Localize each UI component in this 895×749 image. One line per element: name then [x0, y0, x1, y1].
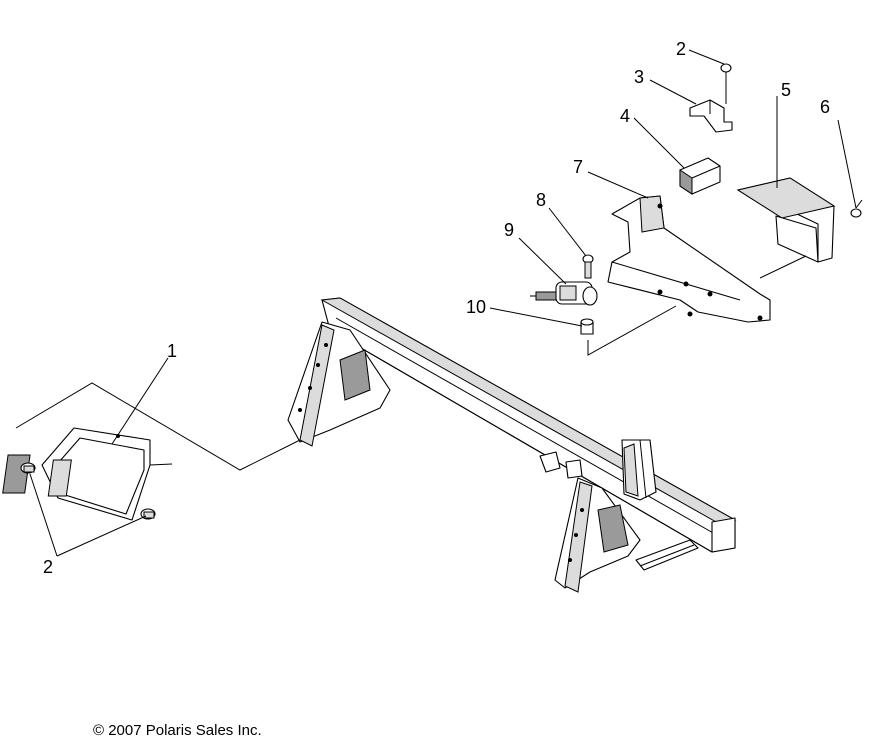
callout-1: 1 [167, 341, 177, 361]
part-5-cover-plate [736, 177, 836, 263]
leader-lines [15, 49, 857, 557]
callout-8: 8 [536, 190, 546, 210]
part-2-screw-top [720, 63, 732, 104]
part-7-mounting-bracket [607, 195, 771, 323]
frame-rail-assembly [287, 297, 737, 593]
part-10-spacer [580, 318, 594, 335]
callout-10: 10 [466, 297, 486, 317]
part-3-bracket [689, 99, 733, 133]
part-1-rear-cover [2, 427, 173, 521]
callout-3: 3 [634, 67, 644, 87]
part-8-bolt [582, 254, 594, 279]
callout-4: 4 [620, 106, 630, 126]
copyright-notice: © 2007 Polaris Sales Inc. [93, 722, 262, 739]
callout-7: 7 [573, 157, 583, 177]
callout-9: 9 [504, 220, 514, 240]
callout-2-top: 2 [676, 39, 686, 59]
screw-left [20, 462, 36, 474]
callout-2-bottom: 2 [43, 557, 53, 577]
part-6-screw [850, 199, 863, 218]
callout-6: 6 [820, 97, 830, 117]
callout-labels: 1 2 2 3 4 5 6 7 8 9 10 [43, 39, 830, 577]
callout-5: 5 [781, 80, 791, 100]
part-9-switch [530, 281, 598, 306]
part-4-module [679, 157, 721, 195]
